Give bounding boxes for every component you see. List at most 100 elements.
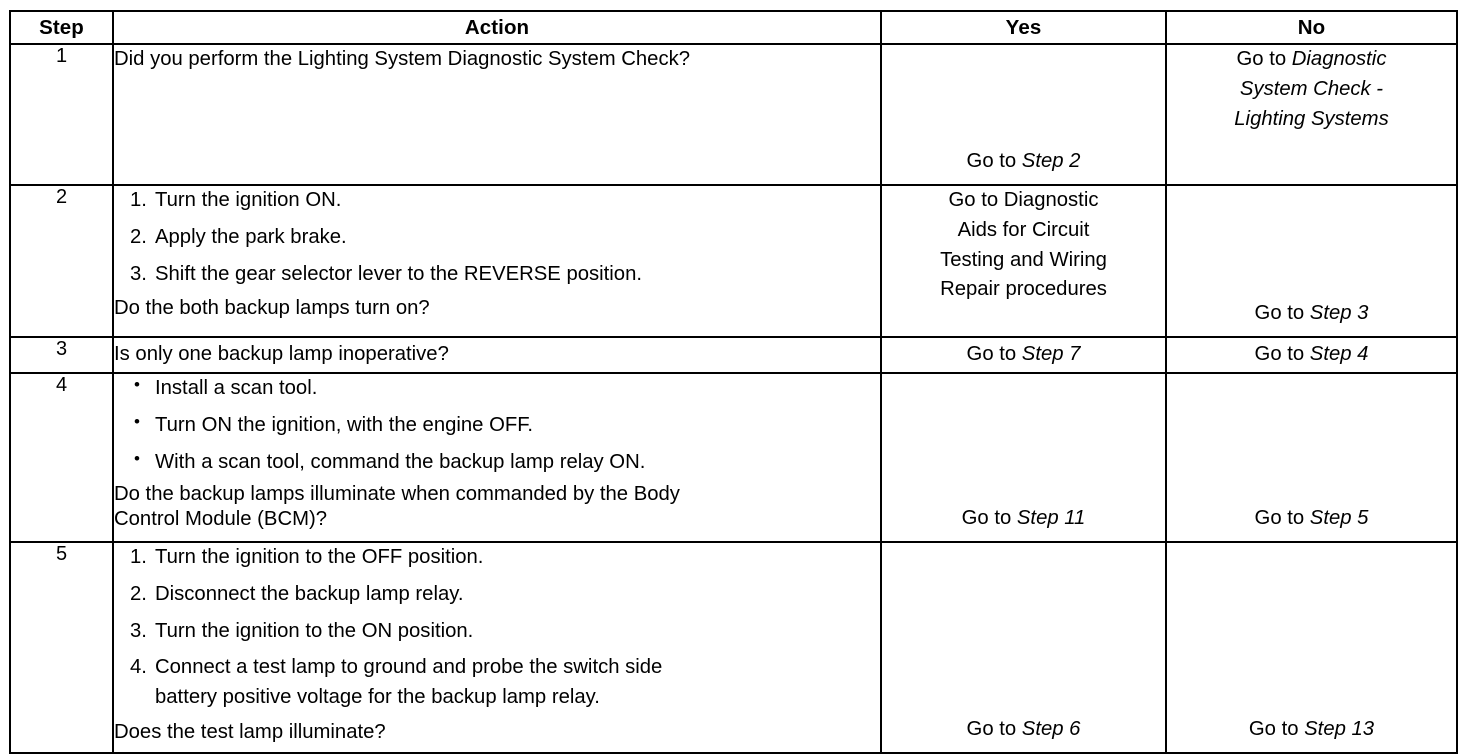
list-item: 3. Shift the gear selector lever to the R… xyxy=(114,260,880,290)
action-question-line-1: Do the backup lamps illuminate when comm… xyxy=(114,483,680,506)
no-answer-line-1: Go to Diagnostic xyxy=(1167,45,1456,75)
list-text: Apply the park brake. xyxy=(155,225,347,248)
action-text: Did you perform the Lighting System Diag… xyxy=(114,48,691,70)
step-number-cell: 1 xyxy=(9,43,114,186)
yes-answer-line-4: Repair procedures xyxy=(940,278,1107,301)
action-question: Do the backup lamps illuminate when comm… xyxy=(114,482,880,532)
column-header-yes: Yes xyxy=(880,10,1167,45)
action-text: Is only one backup lamp inoperative? xyxy=(114,343,449,365)
list-text: Turn the ignition ON. xyxy=(155,189,342,211)
goto-reference: Step 11 xyxy=(1016,507,1086,530)
list-marker: 2. xyxy=(130,225,147,248)
goto-reference-part: Lighting Systems xyxy=(1234,107,1389,130)
action-question: Do the both backup lamps turn on? xyxy=(114,297,430,320)
bullet-icon: • xyxy=(134,375,140,394)
yes-cell: Go to Step 7 xyxy=(880,336,1167,374)
list-text: Install a scan tool. xyxy=(155,377,318,399)
list-item: 1. Turn the ignition to the OFF position. xyxy=(114,543,880,573)
goto-reference: Step 2 xyxy=(1021,150,1081,173)
goto-prefix: Go to xyxy=(961,507,1017,530)
no-cell: Go to Step 5 xyxy=(1165,372,1458,543)
goto-prefix: Go to xyxy=(1236,48,1292,70)
ordered-step-list: 1.Turn the ignition ON. 2. Apply the park… xyxy=(114,186,880,289)
goto-reference: Step 13 xyxy=(1304,718,1375,741)
yes-answer-line-1: Go to Diagnostic xyxy=(948,189,1099,211)
no-cell: Go to Step 3 xyxy=(1165,184,1458,338)
yes-answer-line-2: Aids for Circuit xyxy=(957,218,1090,241)
list-marker: 3. xyxy=(130,262,147,285)
no-answer: Go to Step 3 xyxy=(1167,299,1456,329)
no-answer: Go to Step 13 xyxy=(1167,715,1456,745)
table-row: 1 Did you perform the Lighting System Di… xyxy=(9,43,1458,186)
list-item: 3. Turn the ignition to the ON position. xyxy=(114,617,880,647)
list-text: Turn the ignition to the ON position. xyxy=(155,619,474,642)
list-item: 4. Connect a test lamp to ground and prob… xyxy=(114,653,880,713)
goto-prefix: Go to xyxy=(1254,507,1310,530)
no-answer: Go to Diagnostic System Check - Lighting… xyxy=(1167,45,1456,134)
action-cell: Is only one backup lamp inoperative? xyxy=(112,336,882,374)
column-header-no: No xyxy=(1165,10,1458,45)
list-text: Connect a test lamp to ground and probe … xyxy=(155,656,663,679)
yes-answer: Go to Step 6 xyxy=(882,715,1165,745)
goto-prefix: Go to xyxy=(1248,718,1305,741)
goto-reference-part: Diagnostic xyxy=(1291,48,1387,70)
yes-answer: Go to Step 2 xyxy=(882,147,1165,177)
step-number-cell: 3 xyxy=(9,336,114,374)
bullet-icon: • xyxy=(134,448,140,468)
yes-cell: Go to Step 6 xyxy=(880,541,1167,754)
goto-prefix: Go to xyxy=(966,718,1022,741)
list-marker: 4. xyxy=(130,656,147,679)
goto-reference: Step 3 xyxy=(1309,302,1369,325)
list-item: • With a scan tool, command the backup la… xyxy=(114,448,880,478)
goto-prefix: Go to xyxy=(966,150,1022,173)
action-cell: Did you perform the Lighting System Diag… xyxy=(112,43,882,186)
no-cell: Go to Diagnostic System Check - Lighting… xyxy=(1165,43,1458,186)
yes-answer-line-3: Testing and Wiring xyxy=(940,248,1107,271)
no-answer: Go to Step 4 xyxy=(1167,340,1456,370)
yes-cell: Go to Step 2 xyxy=(880,43,1167,186)
list-item: 2. Disconnect the backup lamp relay. xyxy=(114,580,880,610)
bullet-icon: • xyxy=(134,411,140,431)
header-row: Step Action Yes No xyxy=(9,10,1458,45)
goto-prefix: Go to xyxy=(1254,343,1310,366)
action-cell: 1.Turn the ignition ON. 2. Apply the park… xyxy=(112,184,882,338)
list-item: 2. Apply the park brake. xyxy=(114,223,880,253)
list-marker: 1. xyxy=(130,546,147,568)
goto-prefix: Go to xyxy=(1254,302,1310,325)
table-header: Step Action Yes No xyxy=(9,10,1458,45)
action-question-line-2: Control Module (BCM)? xyxy=(114,508,328,531)
table-row: 4 • Install a scan tool. • Turn ON the ign… xyxy=(9,372,1458,543)
list-item: • Install a scan tool. xyxy=(114,374,880,404)
list-text: Shift the gear selector lever to the REV… xyxy=(155,262,642,285)
yes-answer: Go to Step 7 xyxy=(882,340,1165,370)
list-item: 1.Turn the ignition ON. xyxy=(114,186,880,216)
list-text-continued: battery positive voltage for the backup … xyxy=(155,686,600,709)
goto-reference: Step 4 xyxy=(1309,343,1369,366)
table-row: 5 1.Turn the ignition to the OFF positio… xyxy=(9,541,1458,754)
no-cell: Go to Step 13 xyxy=(1165,541,1458,754)
table-body: 1 Did you perform the Lighting System Di… xyxy=(9,43,1458,754)
action-question: Does the test lamp illuminate? xyxy=(114,721,386,744)
step-number-cell: 2 xyxy=(9,184,114,338)
list-text: Turn the ignition to the OFF position. xyxy=(155,546,484,568)
yes-cell: Go to Diagnostic Aids for Circuit Testin… xyxy=(880,184,1167,338)
list-text: With a scan tool, command the backup lam… xyxy=(155,450,646,473)
list-item: • Turn ON the ignition, with the engine O… xyxy=(114,411,880,441)
list-text: Turn ON the ignition, with the engine OF… xyxy=(155,413,534,436)
list-marker: 3. xyxy=(130,619,147,642)
list-marker: 2. xyxy=(130,582,147,605)
table-row: 2 1.Turn the ignition ON. 2. Apply the pa… xyxy=(9,184,1458,338)
ordered-step-list: 1. Turn the ignition to the OFF position.… xyxy=(114,543,880,713)
list-text: Disconnect the backup lamp relay. xyxy=(155,582,464,605)
action-cell: 1. Turn the ignition to the OFF position.… xyxy=(112,541,882,754)
column-header-step: Step xyxy=(9,10,114,45)
bulleted-step-list: • Install a scan tool. • Turn ON the ignit… xyxy=(114,374,880,477)
step-number-cell: 4 xyxy=(9,372,114,543)
no-answer: Go to Step 5 xyxy=(1167,504,1456,534)
goto-reference: Step 6 xyxy=(1021,718,1081,741)
diagnostic-table: Step Action Yes No 1 Did you perform the… xyxy=(9,10,1458,754)
action-cell: • Install a scan tool. • Turn ON the ignit… xyxy=(112,372,882,543)
goto-reference: Step 7 xyxy=(1021,343,1081,366)
table-row: 3 Is only one backup lamp inoperative? G… xyxy=(9,336,1458,374)
